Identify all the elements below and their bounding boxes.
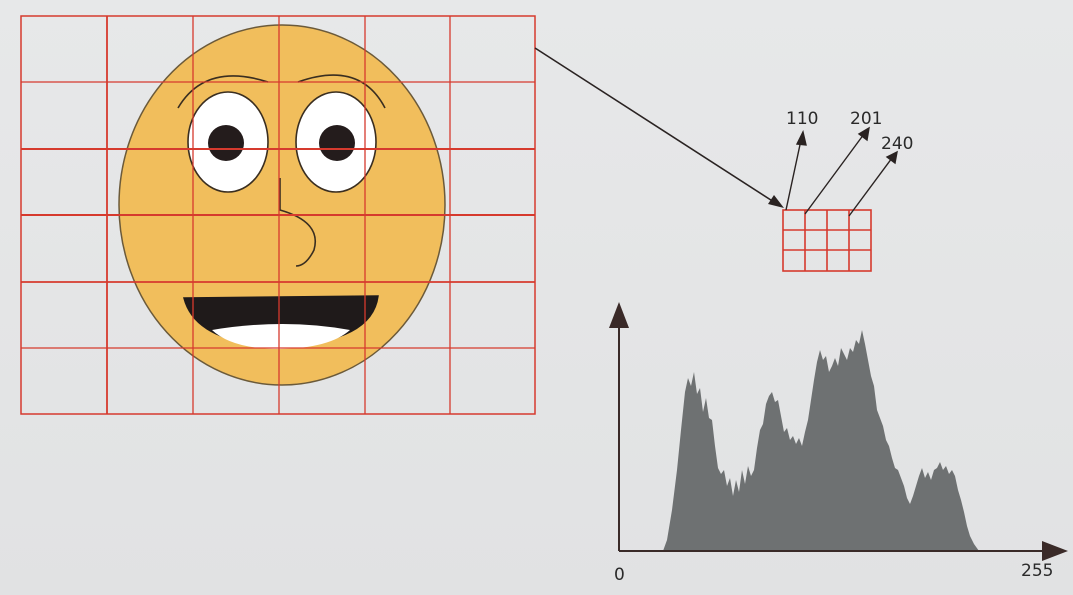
smiley-image [118, 24, 446, 386]
histogram [609, 302, 1068, 561]
left-eyebrow [177, 75, 269, 109]
right-pupil [319, 125, 355, 161]
x-axis-min-label: 0 [614, 565, 625, 585]
pixel-grid [20, 15, 536, 415]
right-eyebrow [297, 74, 386, 109]
pixel-block [782, 209, 872, 272]
x-axis-arrow-icon [1042, 541, 1068, 561]
x-axis-max-label: 255 [1021, 561, 1053, 581]
pixel-value-label-1: 110 [786, 109, 818, 129]
left-pupil [208, 125, 244, 161]
tongue [212, 324, 350, 349]
histogram-area [663, 330, 979, 551]
pixel-value-arrows [785, 126, 898, 217]
pixel-value-label-2: 201 [850, 109, 882, 129]
zoom-arrow [534, 47, 784, 208]
y-axis-arrow-icon [609, 302, 629, 328]
pixel-value-label-3: 240 [881, 134, 913, 154]
